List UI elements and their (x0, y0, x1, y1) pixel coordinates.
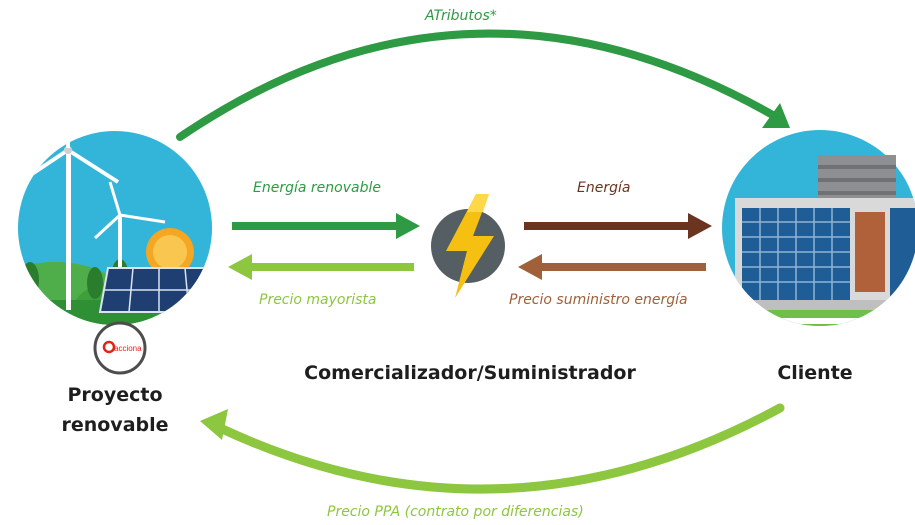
project-title-line2: renovable (61, 414, 169, 436)
wholesale-price-label: Precio mayorista (259, 292, 377, 308)
bottom-arc-arrow (200, 403, 785, 494)
attributes-label: ATributos* (425, 8, 497, 24)
wholesale-price-arrow (228, 254, 414, 280)
energy-label: Energía (577, 180, 631, 196)
solar-panel-icon (98, 267, 212, 313)
client-title: Cliente (777, 362, 853, 384)
supply-price-label: Precio suministro energía (509, 292, 688, 308)
ppa-price-label: Precio PPA (contrato por diferencias) (327, 504, 584, 520)
top-arc-arrow (176, 29, 790, 141)
project-title: Proyecto renovable (40, 380, 190, 440)
supplier-title: Comercializador/Suministrador (304, 362, 636, 384)
energy-arrow (524, 213, 712, 239)
office-building-icon (722, 130, 915, 326)
energy-renewable-label: Energía renovable (253, 180, 381, 196)
lightning-bolt-icon (431, 194, 505, 298)
wind-turbine-icon (93, 181, 166, 305)
project-title-line1: Proyecto (67, 384, 163, 406)
renewable-project-illustration (18, 131, 212, 325)
supply-price-arrow (518, 254, 706, 280)
acciona-logo: acciona (93, 321, 147, 375)
svg-text:acciona: acciona (114, 344, 142, 353)
energy-renewable-arrow (232, 213, 420, 239)
